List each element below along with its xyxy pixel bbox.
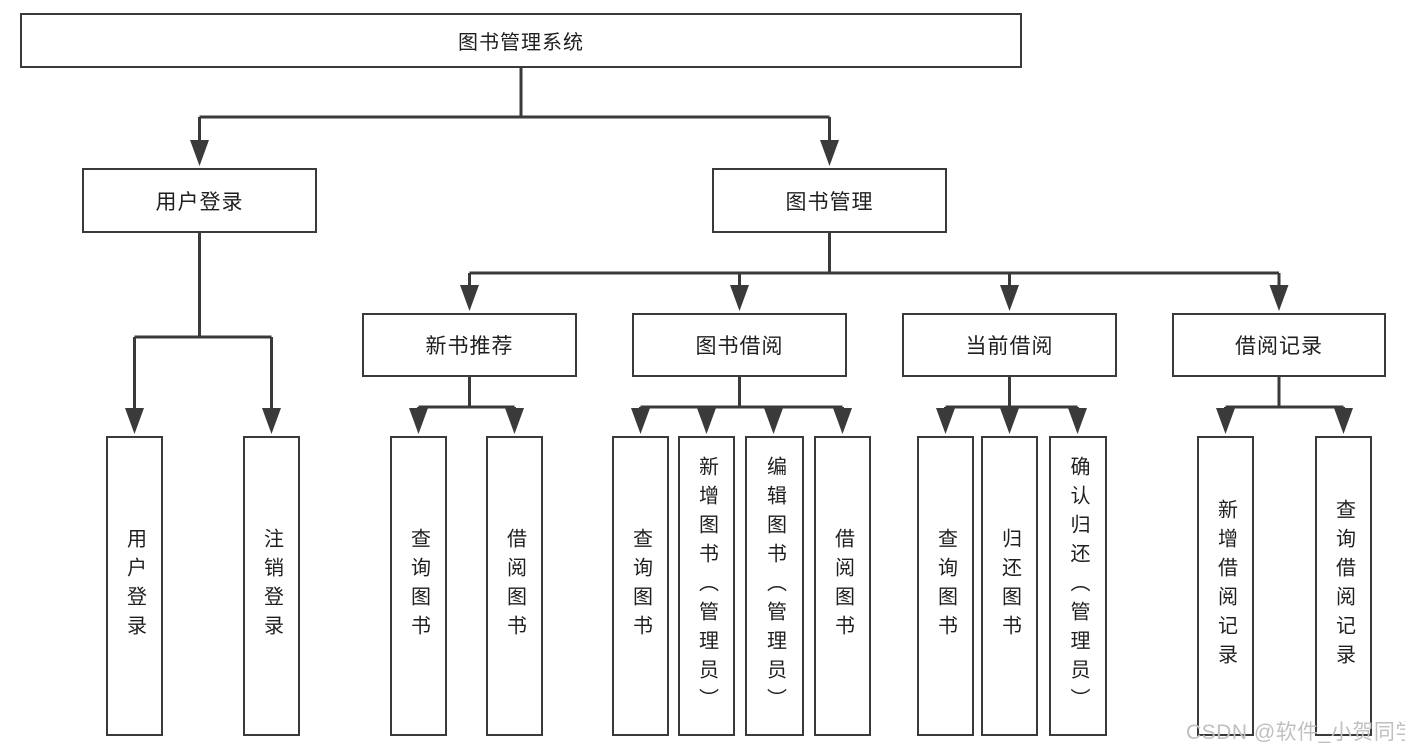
- node-label: 当前借阅: [965, 335, 1054, 358]
- leaf-label: 编辑图书（管理员）: [763, 455, 786, 717]
- node-label: 用户登录: [155, 190, 244, 214]
- node-new-book-recommendation: 新书推荐: [362, 313, 577, 377]
- leaf-label: 借阅图书: [831, 528, 854, 644]
- leaf-logout: 注销登录: [243, 436, 300, 736]
- leaf-add-borrow-record: 新增借阅记录: [1197, 436, 1254, 736]
- leaf-label: 查询图书: [407, 528, 430, 644]
- leaf-user-login: 用户登录: [106, 436, 163, 736]
- node-label: 借阅记录: [1235, 335, 1323, 358]
- node-label: 图书借阅: [695, 335, 784, 358]
- leaf-label: 借阅图书: [503, 528, 526, 644]
- leaf-borrow-books: 借阅图书: [814, 436, 871, 736]
- node-user-login: 用户登录: [82, 168, 317, 233]
- leaf-label: 归还图书: [998, 528, 1021, 644]
- leaf-edit-books-admin: 编辑图书（管理员）: [745, 436, 804, 736]
- leaf-add-books-admin: 新增图书（管理员）: [678, 436, 735, 736]
- leaf-label: 新增图书（管理员）: [695, 455, 718, 717]
- leaf-label: 用户登录: [123, 528, 146, 644]
- leaf-return-books: 归还图书: [981, 436, 1038, 736]
- node-book-borrowing: 图书借阅: [632, 313, 847, 377]
- node-label: 图书管理: [785, 190, 874, 214]
- leaf-label: 注销登录: [260, 528, 283, 644]
- leaf-query-books-current: 查询图书: [917, 436, 974, 736]
- leaf-label: 查询图书: [934, 528, 957, 644]
- leaf-query-books-recommend: 查询图书: [390, 436, 447, 736]
- leaf-query-borrow-record: 查询借阅记录: [1315, 436, 1372, 736]
- node-book-management: 图书管理: [712, 168, 947, 233]
- leaf-label: 确认归还（管理员）: [1067, 455, 1089, 717]
- csdn-watermark: CSDN @软件_小贺同学: [1186, 721, 1405, 744]
- leaf-label: 新增借阅记录: [1214, 499, 1237, 673]
- node-current-borrowing: 当前借阅: [902, 313, 1117, 377]
- leaf-query-books-borrow: 查询图书: [612, 436, 669, 736]
- leaf-label: 查询图书: [629, 528, 652, 644]
- node-library-management-system: 图书管理系统: [20, 13, 1022, 68]
- node-borrowing-records: 借阅记录: [1172, 313, 1386, 377]
- leaf-borrow-books-recommend: 借阅图书: [486, 436, 543, 736]
- node-label: 图书管理系统: [458, 32, 584, 54]
- leaf-confirm-return-admin: 确认归还（管理员）: [1049, 436, 1107, 736]
- leaf-label: 查询借阅记录: [1332, 499, 1355, 673]
- node-label: 新书推荐: [425, 335, 514, 358]
